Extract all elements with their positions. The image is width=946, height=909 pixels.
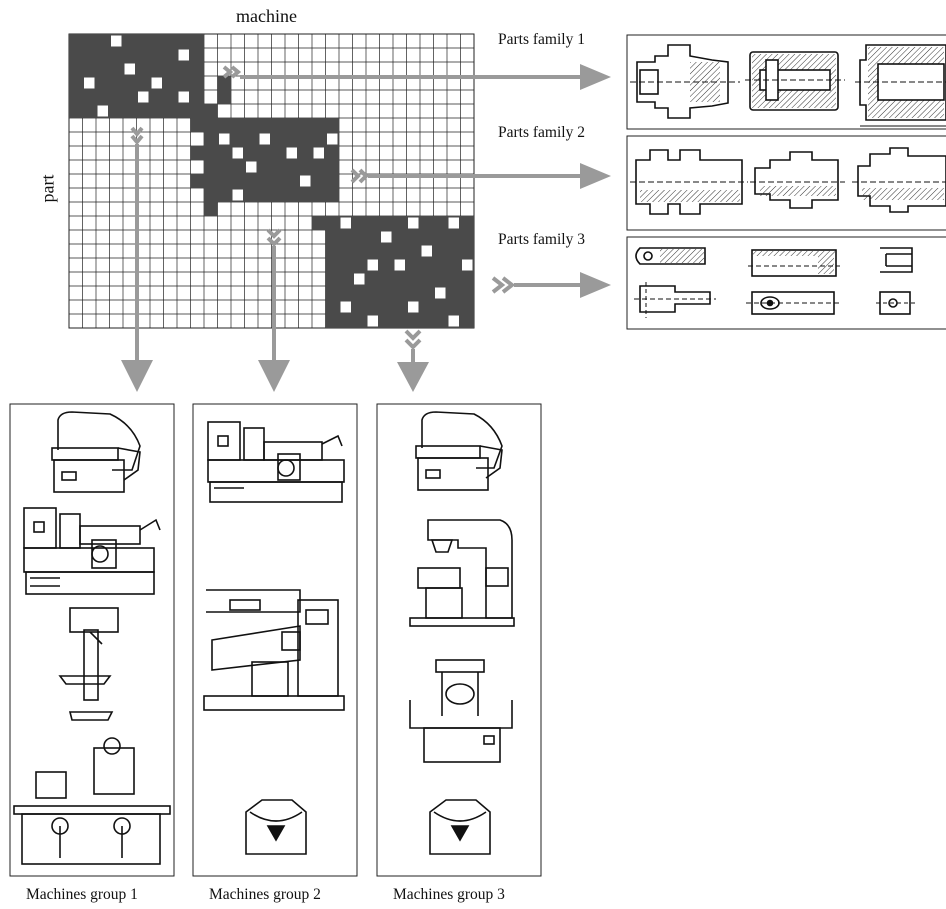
empty-cell [111,35,122,47]
nut-section-icon [855,44,946,127]
drill-press-icon [58,607,119,721]
machines-group-1-label: Machines group 1 [26,886,138,903]
empty-cell [340,217,351,229]
empty-cell [327,133,338,145]
bandsaw-machine-icon [51,411,141,493]
empty-cell [367,259,378,271]
inspection-gauge-icon [429,799,491,855]
stray-cell [217,76,231,90]
empty-cell [286,147,297,159]
machines-group-1-box [9,403,175,877]
cluster-block-2 [204,118,339,202]
stray-cell [312,216,326,230]
parts-family-3-label: Parts family 3 [498,231,585,248]
press-machine-icon [409,519,515,627]
empty-cell [178,91,189,103]
machines-group-2-label: Machines group 2 [209,886,321,903]
empty-cell [246,161,257,173]
arrow-to-family-2 [350,163,611,189]
small-block-icon [876,247,916,315]
cluster-block-1 [69,34,204,118]
empty-cell [367,315,378,327]
empty-cell [354,273,365,285]
empty-cell [232,147,243,159]
empty-cell [462,259,473,271]
milling-machine-icon [203,589,345,711]
stray-cell [204,202,218,216]
machines-group-3-box [376,403,542,877]
arrow-to-family-1 [222,64,611,90]
parts-family-1-label: Parts family 1 [498,31,585,48]
empty-cell [300,175,311,187]
machine-axis-label: machine [236,6,297,26]
parts-family-2-box [626,135,946,231]
empty-cell [408,217,419,229]
stray-cell [190,174,204,188]
lathe-machine-icon [23,507,161,595]
empty-cell [448,315,459,327]
stray-cell [217,90,231,104]
empty-cell [84,77,95,89]
bracket-part-icon [746,249,842,315]
parts-family-2-label: Parts family 2 [498,124,585,141]
stray-cell [190,146,204,160]
fitting-section-icon [630,44,740,119]
empty-cell [448,217,459,229]
empty-cell [435,287,446,299]
empty-cell [124,63,135,75]
empty-cell [151,77,162,89]
reducer-fitting-icon [750,151,845,209]
union-fitting-icon [630,149,748,215]
empty-cell [138,91,149,103]
empty-cell [178,49,189,61]
lathe-machine-icon [207,421,345,503]
bandsaw-machine-icon [415,411,503,491]
empty-cell [340,301,351,313]
arrow-to-group-1 [121,126,153,392]
empty-cell [259,133,270,145]
empty-cell [381,231,392,243]
empty-cell [232,189,243,201]
empty-cell [97,105,108,117]
stray-cell [190,118,204,132]
empty-cell [313,147,324,159]
stray-cell [204,104,218,118]
elbow-fitting-icon [852,147,946,213]
empty-cell [394,259,405,271]
empty-cell [219,133,230,145]
hydraulic-press-icon [409,659,513,763]
coupling-section-icon [745,51,845,111]
arrow-to-group-3 [397,329,429,392]
clevis-part-icon [634,247,716,318]
empty-cell [408,301,419,313]
empty-cell [421,245,432,257]
parts-family-3-box [626,236,946,330]
arrow-to-family-3 [491,272,611,298]
parts-family-1-box [626,34,946,130]
machines-group-3-label: Machines group 3 [393,886,505,903]
inspection-gauge-icon [245,799,307,855]
machines-group-2-box [192,403,358,877]
arrow-to-group-2 [258,228,290,392]
grinding-machine-icon [13,737,171,865]
